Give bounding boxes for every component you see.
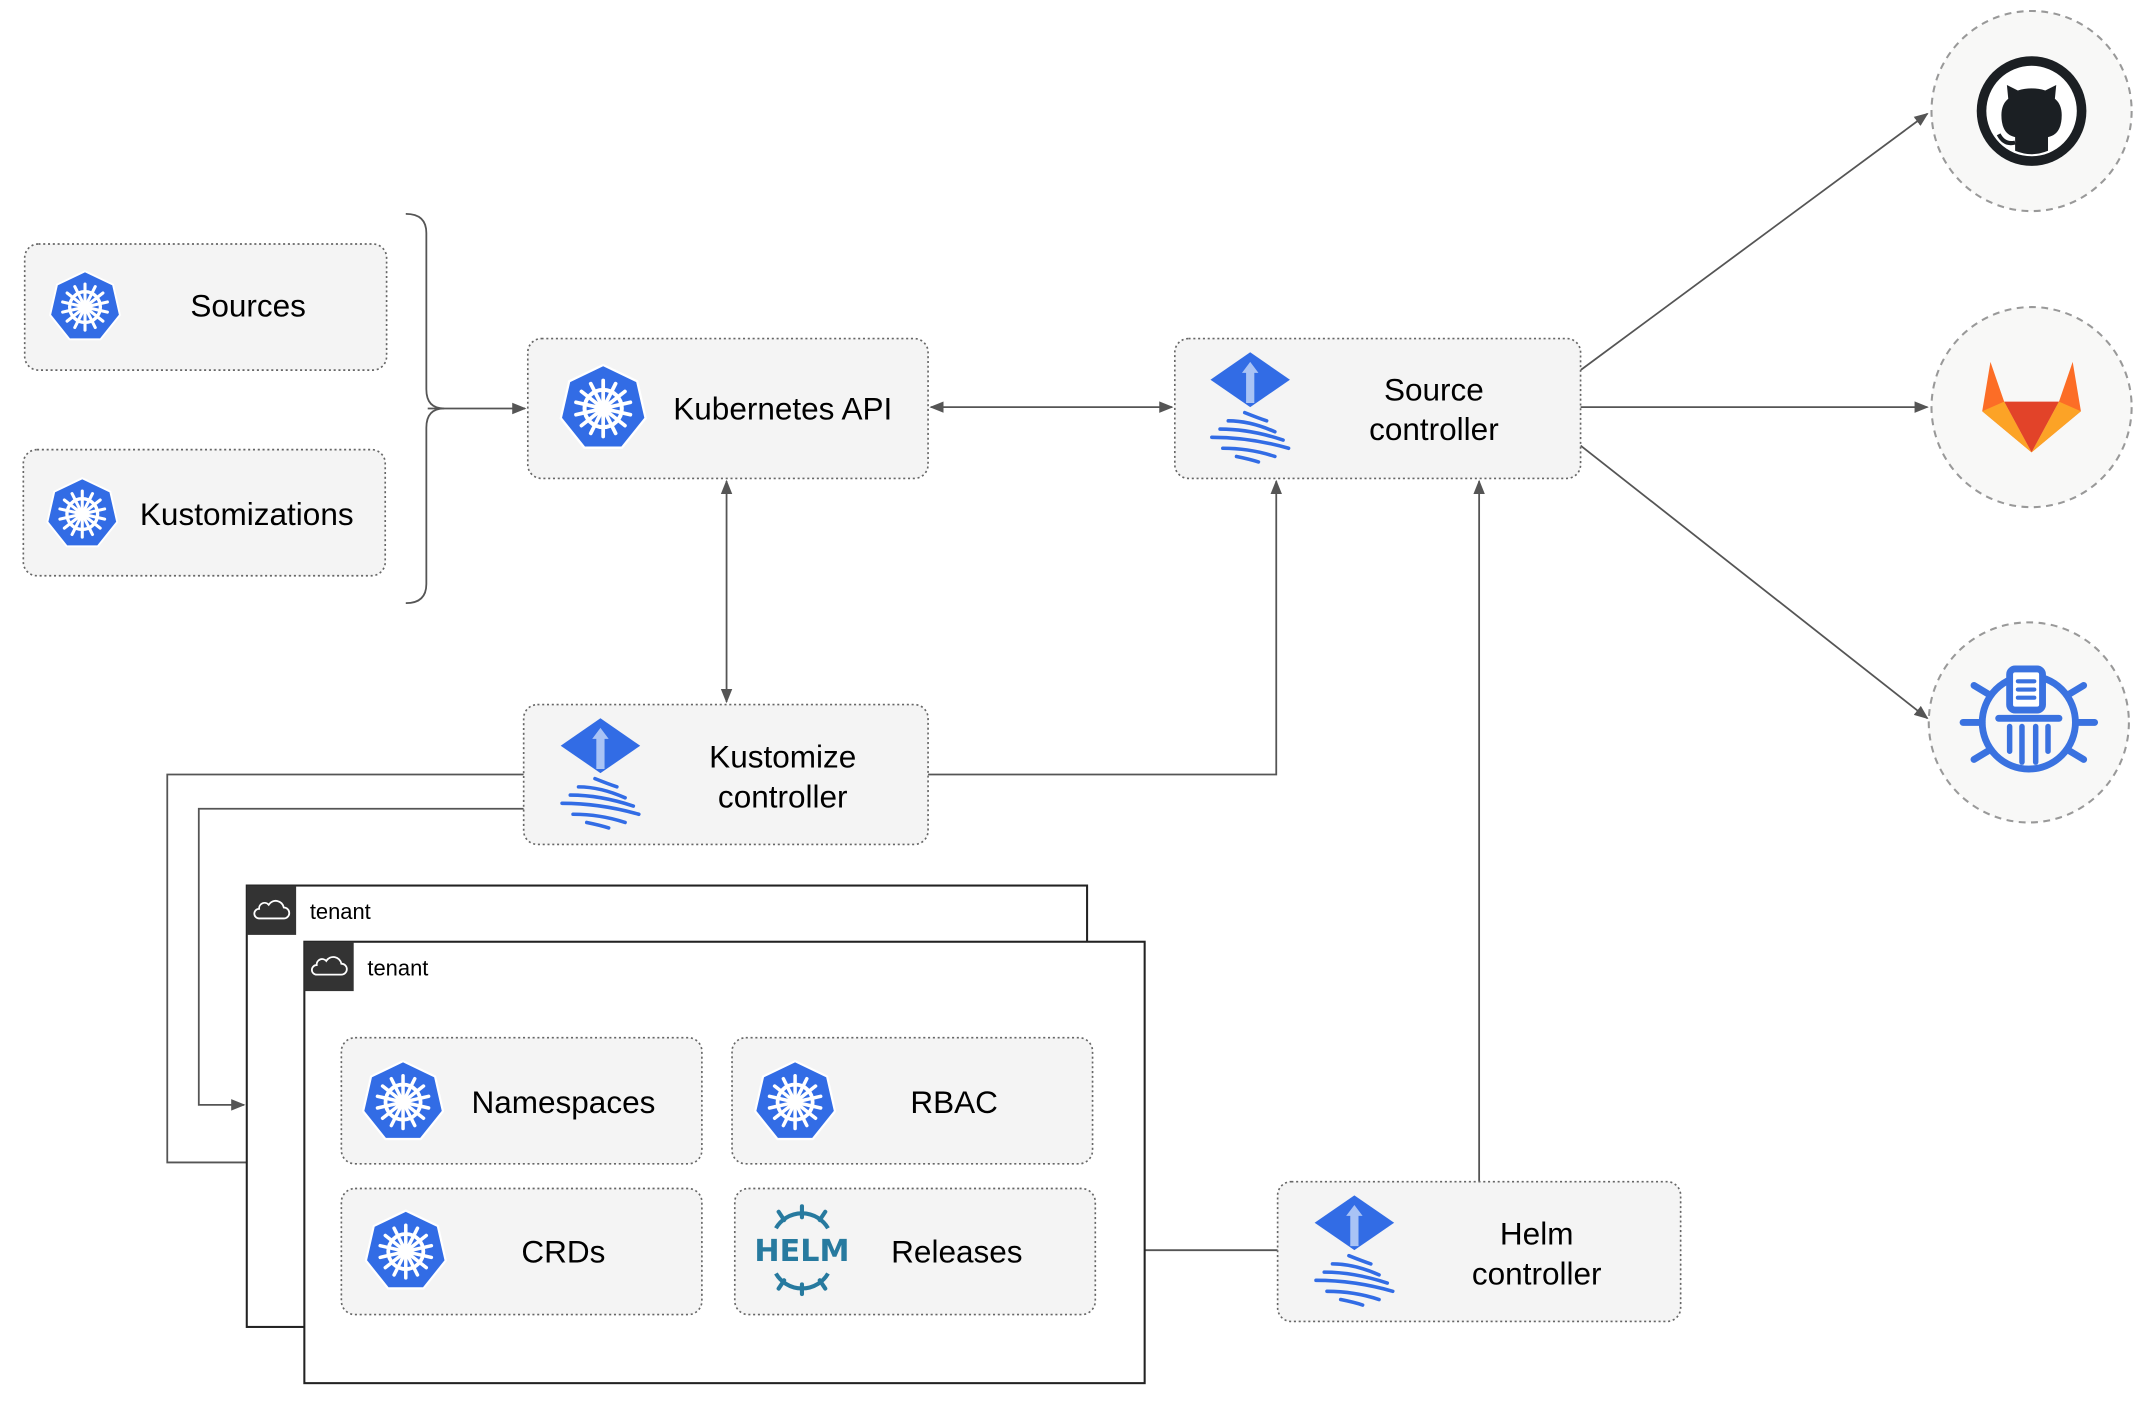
edge-source-bucket [1580, 444, 1929, 720]
edge-kustomize-tenant-back [197, 807, 524, 1111]
node-label: Namespaces [471, 1084, 655, 1120]
bucket-source[interactable] [1927, 621, 2130, 824]
tenant-label: tenant [367, 955, 428, 980]
node-label: Kustomizations [140, 496, 354, 532]
edge-kustomize-tenant-front [166, 773, 524, 1169]
helm-icon: HELM [754, 1204, 849, 1297]
node-source-controller[interactable]: Source controller [1173, 337, 1582, 480]
node-label: Releases [891, 1234, 1022, 1270]
node-label: Sources [190, 288, 306, 324]
node-kustomizations[interactable]: Kustomizations [22, 448, 387, 577]
node-crds[interactable]: CRDs [340, 1187, 703, 1316]
tenant-label: tenant [310, 899, 371, 924]
edge-kustomize-source [928, 479, 1282, 776]
node-label: Helm [1500, 1216, 1574, 1252]
node-rbac[interactable]: RBAC [731, 1036, 1094, 1165]
github-source[interactable] [1930, 9, 2133, 213]
node-releases[interactable]: HELM Releases [733, 1187, 1097, 1316]
node-helm-controller[interactable]: Helm controller [1276, 1180, 1682, 1323]
cloud-icon [253, 899, 291, 920]
edge-source-github [1580, 112, 1929, 371]
gitlab-source[interactable] [1930, 306, 2133, 509]
node-label: Kustomize [709, 739, 856, 775]
helm-logo-text: HELM [754, 1234, 849, 1269]
node-label: controller [718, 778, 848, 814]
bucket-icon [1959, 665, 2099, 773]
node-label: Source [1384, 371, 1484, 407]
node-namespaces[interactable]: Namespaces [340, 1036, 703, 1165]
node-label: controller [1472, 1255, 1602, 1291]
node-kubernetes-api[interactable]: Kubernetes API [526, 337, 929, 480]
node-label: controller [1369, 411, 1499, 447]
cloud-icon [311, 956, 348, 976]
node-kustomize-controller[interactable]: Kustomize controller [522, 703, 929, 846]
node-label: Kubernetes API [673, 391, 892, 427]
node-sources[interactable]: Sources [23, 243, 388, 371]
gitlab-icon [1982, 361, 2081, 453]
github-icon [1976, 56, 2087, 166]
node-label: RBAC [910, 1084, 998, 1120]
node-label: CRDs [521, 1234, 605, 1270]
